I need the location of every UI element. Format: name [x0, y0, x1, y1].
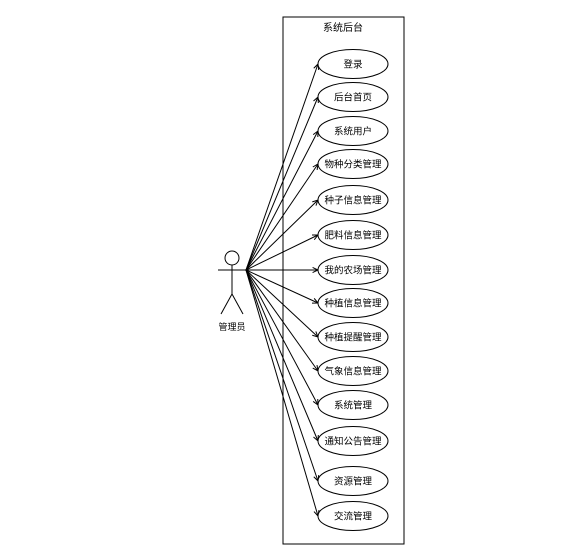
- association-line: [245, 269, 319, 338]
- use-case-ellipse: [317, 356, 389, 386]
- use-case-ellipse: [317, 49, 389, 79]
- association-line: [245, 269, 319, 304]
- association-line: [245, 269, 319, 442]
- association-line: [245, 269, 319, 406]
- use-case-ellipse: [317, 322, 389, 352]
- use-case-ellipse: [317, 149, 389, 179]
- actor-label: 管理员: [218, 321, 245, 333]
- association-line: [245, 130, 319, 271]
- use-case-ellipse: [317, 255, 389, 285]
- use-case-label: 登录: [343, 60, 363, 71]
- use-case: 登录: [317, 49, 389, 79]
- association-line: [245, 269, 319, 517]
- use-case-ellipse: [317, 288, 389, 318]
- use-case-label: 资源管理: [334, 476, 373, 488]
- use-case-label: 种植提醒管理: [324, 332, 382, 344]
- association-line: [245, 199, 319, 271]
- use-case-ellipse: [317, 185, 389, 215]
- use-case-ellipse: [317, 82, 389, 112]
- actor-left-leg: [220, 293, 233, 315]
- use-case-ellipse: [317, 501, 389, 531]
- use-case-ellipse: [317, 426, 389, 456]
- use-case: 我的农场管理: [317, 255, 389, 285]
- association-line: [245, 163, 319, 271]
- use-cases: 登录后台首页系统用户物种分类管理种子信息管理肥料信息管理我的农场管理种植信息管理…: [317, 49, 389, 531]
- actor-stick-figure: [218, 250, 246, 315]
- use-case: 种植信息管理: [317, 288, 389, 318]
- association-line: [245, 269, 319, 482]
- use-case-label: 通知公告管理: [324, 436, 382, 448]
- use-case-label: 种子信息管理: [324, 195, 382, 207]
- use-case-label: 肥料信息管理: [324, 230, 382, 242]
- association-line: [245, 269, 319, 372]
- use-case-ellipse: [317, 116, 389, 146]
- association-line: [245, 234, 319, 271]
- associations: [245, 62, 320, 518]
- actor-head: [224, 250, 240, 266]
- use-case-ellipse: [317, 390, 389, 420]
- system-boundary: [282, 16, 405, 545]
- use-case-label: 系统管理: [334, 400, 373, 412]
- use-case: 种植提醒管理: [317, 322, 389, 352]
- use-case: 后台首页: [317, 82, 389, 112]
- use-case: 通知公告管理: [317, 426, 389, 456]
- use-case-ellipse: [317, 466, 389, 496]
- use-case-label: 物种分类管理: [324, 159, 382, 171]
- use-case: 交流管理: [317, 501, 389, 531]
- actor-right-leg: [231, 293, 244, 315]
- use-case-label: 种植信息管理: [324, 298, 382, 310]
- use-case-ellipse: [317, 220, 389, 250]
- use-case-label: 系统用户: [334, 126, 372, 138]
- use-case-label: 气象信息管理: [324, 366, 382, 378]
- use-case: 物种分类管理: [317, 149, 389, 179]
- use-case: 系统用户: [317, 116, 389, 146]
- use-case: 系统管理: [317, 390, 389, 420]
- use-case: 种子信息管理: [317, 185, 389, 215]
- use-case: 气象信息管理: [317, 356, 389, 386]
- use-case: 肥料信息管理: [317, 220, 389, 250]
- association-line: [245, 63, 319, 271]
- use-case: 资源管理: [317, 466, 389, 496]
- use-case-label: 后台首页: [334, 92, 372, 104]
- use-case-label: 我的农场管理: [324, 265, 382, 277]
- association-line: [245, 96, 319, 271]
- use-case-label: 交流管理: [334, 511, 373, 523]
- system-title: 系统后台: [323, 21, 363, 34]
